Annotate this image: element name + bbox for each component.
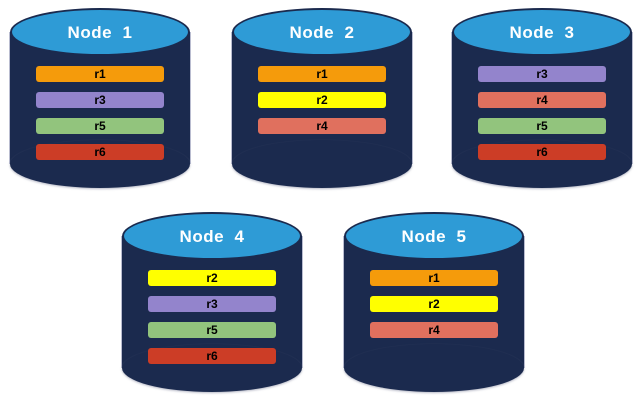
record-label: r2: [428, 297, 440, 311]
database-node-1[interactable]: Node 1 r1 r3 r5 r6: [10, 8, 190, 188]
database-node-2[interactable]: Node 2 r1 r2 r4: [232, 8, 412, 188]
record-bar-r4[interactable]: r4: [258, 118, 386, 134]
cylinder-top: Node 5: [344, 212, 524, 260]
record-label: r3: [536, 67, 548, 81]
record-label: r5: [94, 119, 106, 133]
record-label: r1: [428, 271, 440, 285]
record-bar-r1[interactable]: r1: [370, 270, 498, 286]
record-bar-r4[interactable]: r4: [478, 92, 606, 108]
node-label: Node 2: [289, 22, 355, 42]
record-bar-r6[interactable]: r6: [36, 144, 164, 160]
cylinder-top: Node 4: [122, 212, 302, 260]
record-label: r3: [94, 93, 106, 107]
node-label: Node 3: [509, 22, 575, 42]
record-label: r4: [428, 323, 440, 337]
record-bar-r3[interactable]: r3: [478, 66, 606, 82]
record-label: r1: [316, 67, 328, 81]
record-label: r5: [206, 323, 218, 337]
cylinder-top: Node 3: [452, 8, 632, 56]
record-bar-r6[interactable]: r6: [478, 144, 606, 160]
record-bar-r2[interactable]: r2: [258, 92, 386, 108]
record-label: r3: [206, 297, 218, 311]
cylinder-bottom: [232, 140, 412, 188]
record-label: r6: [536, 145, 548, 159]
cylinder-top: Node 2: [232, 8, 412, 56]
record-bar-r2[interactable]: r2: [370, 296, 498, 312]
record-bar-r6[interactable]: r6: [148, 348, 276, 364]
database-node-3[interactable]: Node 3 r3 r4 r5 r6: [452, 8, 632, 188]
node-label: Node 1: [67, 22, 133, 42]
record-label: r2: [206, 271, 218, 285]
cylinder-top: Node 1: [10, 8, 190, 56]
record-bar-r3[interactable]: r3: [148, 296, 276, 312]
record-label: r6: [94, 145, 106, 159]
record-bar-r5[interactable]: r5: [148, 322, 276, 338]
record-label: r6: [206, 349, 218, 363]
database-node-4[interactable]: Node 4 r2 r3 r5 r6: [122, 212, 302, 392]
record-label: r1: [94, 67, 106, 81]
record-label: r4: [536, 93, 548, 107]
record-bar-r5[interactable]: r5: [36, 118, 164, 134]
node-label: Node 4: [179, 226, 245, 246]
record-bar-r3[interactable]: r3: [36, 92, 164, 108]
record-list: r1 r3 r5 r6: [36, 66, 164, 170]
record-label: r5: [536, 119, 548, 133]
record-list: r3 r4 r5 r6: [478, 66, 606, 170]
database-node-5[interactable]: Node 5 r1 r2 r4: [344, 212, 524, 392]
cylinder-bottom: [344, 344, 524, 392]
record-list: r2 r3 r5 r6: [148, 270, 276, 374]
record-label: r2: [316, 93, 328, 107]
record-label: r4: [316, 119, 328, 133]
record-bar-r4[interactable]: r4: [370, 322, 498, 338]
node-label: Node 5: [401, 226, 467, 246]
record-list: r1 r2 r4: [370, 270, 498, 348]
record-list: r1 r2 r4: [258, 66, 386, 144]
record-bar-r1[interactable]: r1: [36, 66, 164, 82]
record-bar-r1[interactable]: r1: [258, 66, 386, 82]
record-bar-r5[interactable]: r5: [478, 118, 606, 134]
record-bar-r2[interactable]: r2: [148, 270, 276, 286]
